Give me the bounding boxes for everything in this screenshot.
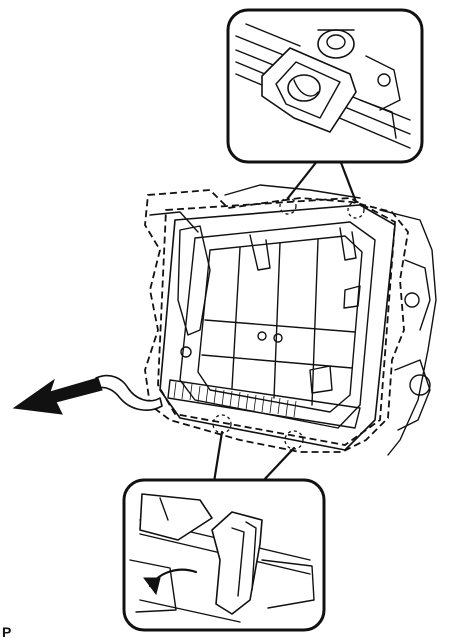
callout-bottom: [122, 430, 326, 632]
clip-tab-detail: [235, 23, 411, 149]
removal-arrow: [12, 374, 163, 415]
main-unit: [149, 184, 437, 456]
claw-release-detail: [129, 493, 315, 623]
callout-top: [226, 8, 424, 204]
release-arrow-icon: [143, 577, 161, 596]
filter-hatch: [173, 381, 297, 418]
arrow-left-down-icon: [12, 377, 103, 415]
figure-code-label: P: [2, 624, 12, 640]
